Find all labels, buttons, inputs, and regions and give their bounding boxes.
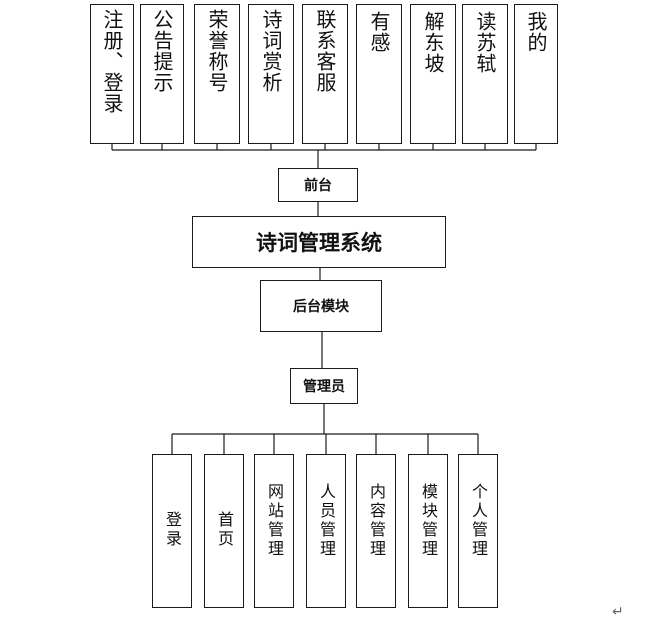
- admin-module-module-management: 模块管理: [408, 454, 448, 608]
- admin-module-label: 内容管理: [367, 483, 386, 559]
- backend-box: 后台模块: [260, 280, 382, 332]
- frontend-module-label: 注册、登录: [100, 9, 124, 114]
- frontend-module-explain-dongpo: 解东坡: [410, 4, 456, 144]
- admin-module-site-management: 网站管理: [254, 454, 294, 608]
- admin-module-staff-management: 人员管理: [306, 454, 346, 608]
- frontend-module-read-sushi: 读苏轼: [462, 4, 508, 144]
- frontend-box: 前台: [278, 168, 358, 202]
- frontend-module-label: 我的: [524, 11, 548, 53]
- frontend-module-label: 公告提示: [150, 9, 174, 93]
- frontend-module-label: 诗词赏析: [259, 9, 283, 93]
- admin-module-label: 模块管理: [419, 483, 438, 559]
- frontend-module-announcement: 公告提示: [140, 4, 184, 144]
- frontend-module-thoughts: 有感: [356, 4, 402, 144]
- admin-module-content-management: 内容管理: [356, 454, 396, 608]
- admin-module-label: 登录: [163, 511, 182, 549]
- frontend-module-label: 有感: [367, 11, 391, 53]
- admin-box: 管理员: [290, 368, 358, 404]
- frontend-module-label: 联系客服: [313, 9, 337, 93]
- frontend-module-label: 荣誉称号: [205, 9, 229, 93]
- frontend-module-label: 解东坡: [421, 11, 445, 74]
- admin-label: 管理员: [303, 379, 345, 395]
- admin-module-label: 个人管理: [469, 483, 488, 559]
- admin-module-personal-management: 个人管理: [458, 454, 498, 608]
- system-title: 诗词管理系统: [256, 231, 382, 255]
- admin-module-home: 首页: [204, 454, 244, 608]
- admin-module-label: 网站管理: [265, 483, 284, 559]
- frontend-module-poem-appreciation: 诗词赏析: [248, 4, 294, 144]
- frontend-module-honor-title: 荣誉称号: [194, 4, 240, 144]
- frontend-module-mine: 我的: [514, 4, 558, 144]
- system-title-box: 诗词管理系统: [192, 216, 446, 268]
- paragraph-mark: ↵: [612, 604, 624, 620]
- frontend-module-contact-service: 联系客服: [302, 4, 348, 144]
- frontend-label: 前台: [304, 178, 332, 194]
- frontend-module-register-login: 注册、登录: [90, 4, 134, 144]
- frontend-module-label: 读苏轼: [473, 11, 497, 74]
- admin-module-label: 首页: [215, 511, 234, 549]
- admin-module-label: 人员管理: [317, 483, 336, 559]
- backend-label: 后台模块: [293, 299, 349, 315]
- admin-module-login: 登录: [152, 454, 192, 608]
